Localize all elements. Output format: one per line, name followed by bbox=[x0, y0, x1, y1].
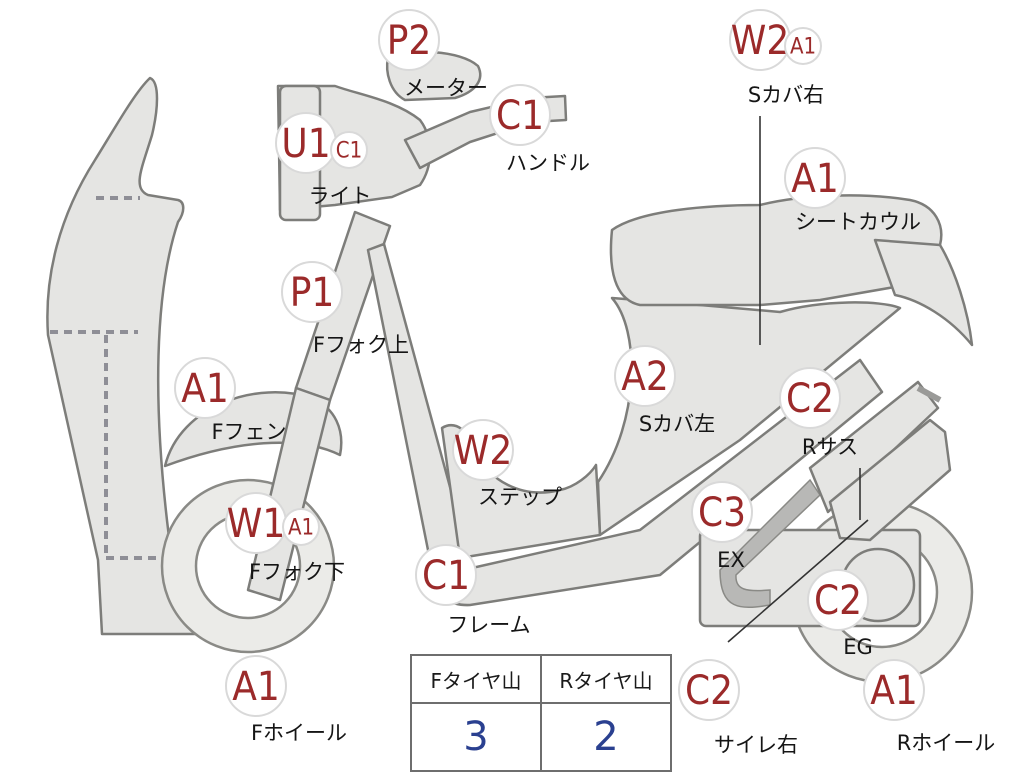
code-badge bbox=[225, 655, 287, 717]
part-label: Rホイール bbox=[897, 731, 996, 755]
part-label: Rサス bbox=[802, 435, 858, 459]
part-label: EX bbox=[717, 548, 745, 572]
code-text: W2 bbox=[731, 18, 789, 64]
part-marker-p2: P2 メーター bbox=[378, 9, 488, 100]
tire-tread-table: Fタイヤ山 Rタイヤ山 3 2 bbox=[410, 654, 672, 772]
part-marker-c2-muffler: C2 サイレ右 bbox=[678, 659, 798, 757]
code-badge bbox=[784, 27, 822, 65]
code-badge bbox=[282, 508, 320, 546]
seat-cowl-tail bbox=[873, 238, 974, 347]
part-label: Fフォク上 bbox=[313, 333, 409, 357]
code-text: A1 bbox=[791, 156, 839, 202]
rear-suspension bbox=[808, 380, 940, 514]
code-badge bbox=[330, 131, 368, 169]
code-text: C3 bbox=[698, 490, 746, 536]
code-text: A2 bbox=[621, 354, 669, 400]
code-text: A1 bbox=[288, 516, 314, 541]
part-marker-w2-step: W2 ステップ bbox=[452, 419, 562, 509]
code-badge bbox=[784, 147, 846, 209]
front-tire-value: 3 bbox=[410, 702, 542, 772]
code-text: C1 bbox=[422, 553, 470, 599]
part-label: シートカウル bbox=[795, 210, 921, 234]
code-text: A1 bbox=[870, 668, 918, 714]
part-marker-c1-handle: C1 ハンドル bbox=[489, 84, 590, 175]
code-text: P1 bbox=[290, 270, 335, 316]
code-badge bbox=[378, 9, 440, 71]
rear-tire-value: 2 bbox=[540, 702, 672, 772]
part-label: EG bbox=[843, 635, 873, 659]
side-cover bbox=[596, 296, 902, 537]
code-text: U1 bbox=[281, 121, 330, 167]
code-text: W2 bbox=[454, 428, 512, 474]
rear-tire-header: Rタイヤ山 bbox=[540, 654, 672, 704]
code-badge bbox=[779, 367, 841, 429]
code-text: C1 bbox=[336, 139, 362, 164]
code-text: C2 bbox=[814, 578, 862, 624]
code-text: A1 bbox=[790, 35, 816, 60]
exhaust-pipe bbox=[719, 478, 821, 608]
part-label: Fフェン bbox=[211, 420, 286, 444]
code-badge bbox=[807, 569, 869, 631]
code-text: C1 bbox=[496, 93, 544, 139]
code-badge bbox=[489, 84, 551, 146]
code-badge bbox=[415, 544, 477, 606]
part-marker-c1-frame: C1 フレーム bbox=[415, 544, 531, 637]
code-text: C2 bbox=[786, 376, 834, 422]
part-label: ステップ bbox=[478, 485, 562, 509]
code-badge bbox=[174, 357, 236, 419]
code-badge bbox=[614, 345, 676, 407]
code-badge bbox=[691, 481, 753, 543]
part-label: ライト bbox=[309, 184, 372, 208]
part-marker-a1-seat-cowl: A1 シートカウル bbox=[784, 147, 921, 234]
code-text: W1 bbox=[227, 501, 285, 547]
rear-suspension-rod bbox=[916, 385, 942, 403]
part-label: フレーム bbox=[447, 613, 530, 637]
leader-line-muffler bbox=[727, 519, 869, 643]
code-text: C2 bbox=[685, 668, 733, 714]
code-text: A1 bbox=[181, 366, 229, 412]
part-label: Fフォク下 bbox=[249, 560, 345, 584]
seat bbox=[609, 194, 943, 307]
part-label: Sカバ右 bbox=[748, 83, 824, 107]
code-badge bbox=[678, 659, 740, 721]
part-label: ハンドル bbox=[506, 151, 590, 175]
code-badge bbox=[863, 659, 925, 721]
part-label: Sカバ左 bbox=[639, 412, 715, 436]
front-tire-header: Fタイヤ山 bbox=[410, 654, 542, 704]
code-text: A1 bbox=[232, 664, 280, 710]
code-badge bbox=[281, 261, 343, 323]
part-label: サイレ右 bbox=[714, 733, 798, 757]
code-badge bbox=[452, 419, 514, 481]
part-label: Fホイール bbox=[251, 721, 347, 745]
part-label: メーター bbox=[404, 76, 488, 100]
code-text: P2 bbox=[387, 18, 432, 64]
